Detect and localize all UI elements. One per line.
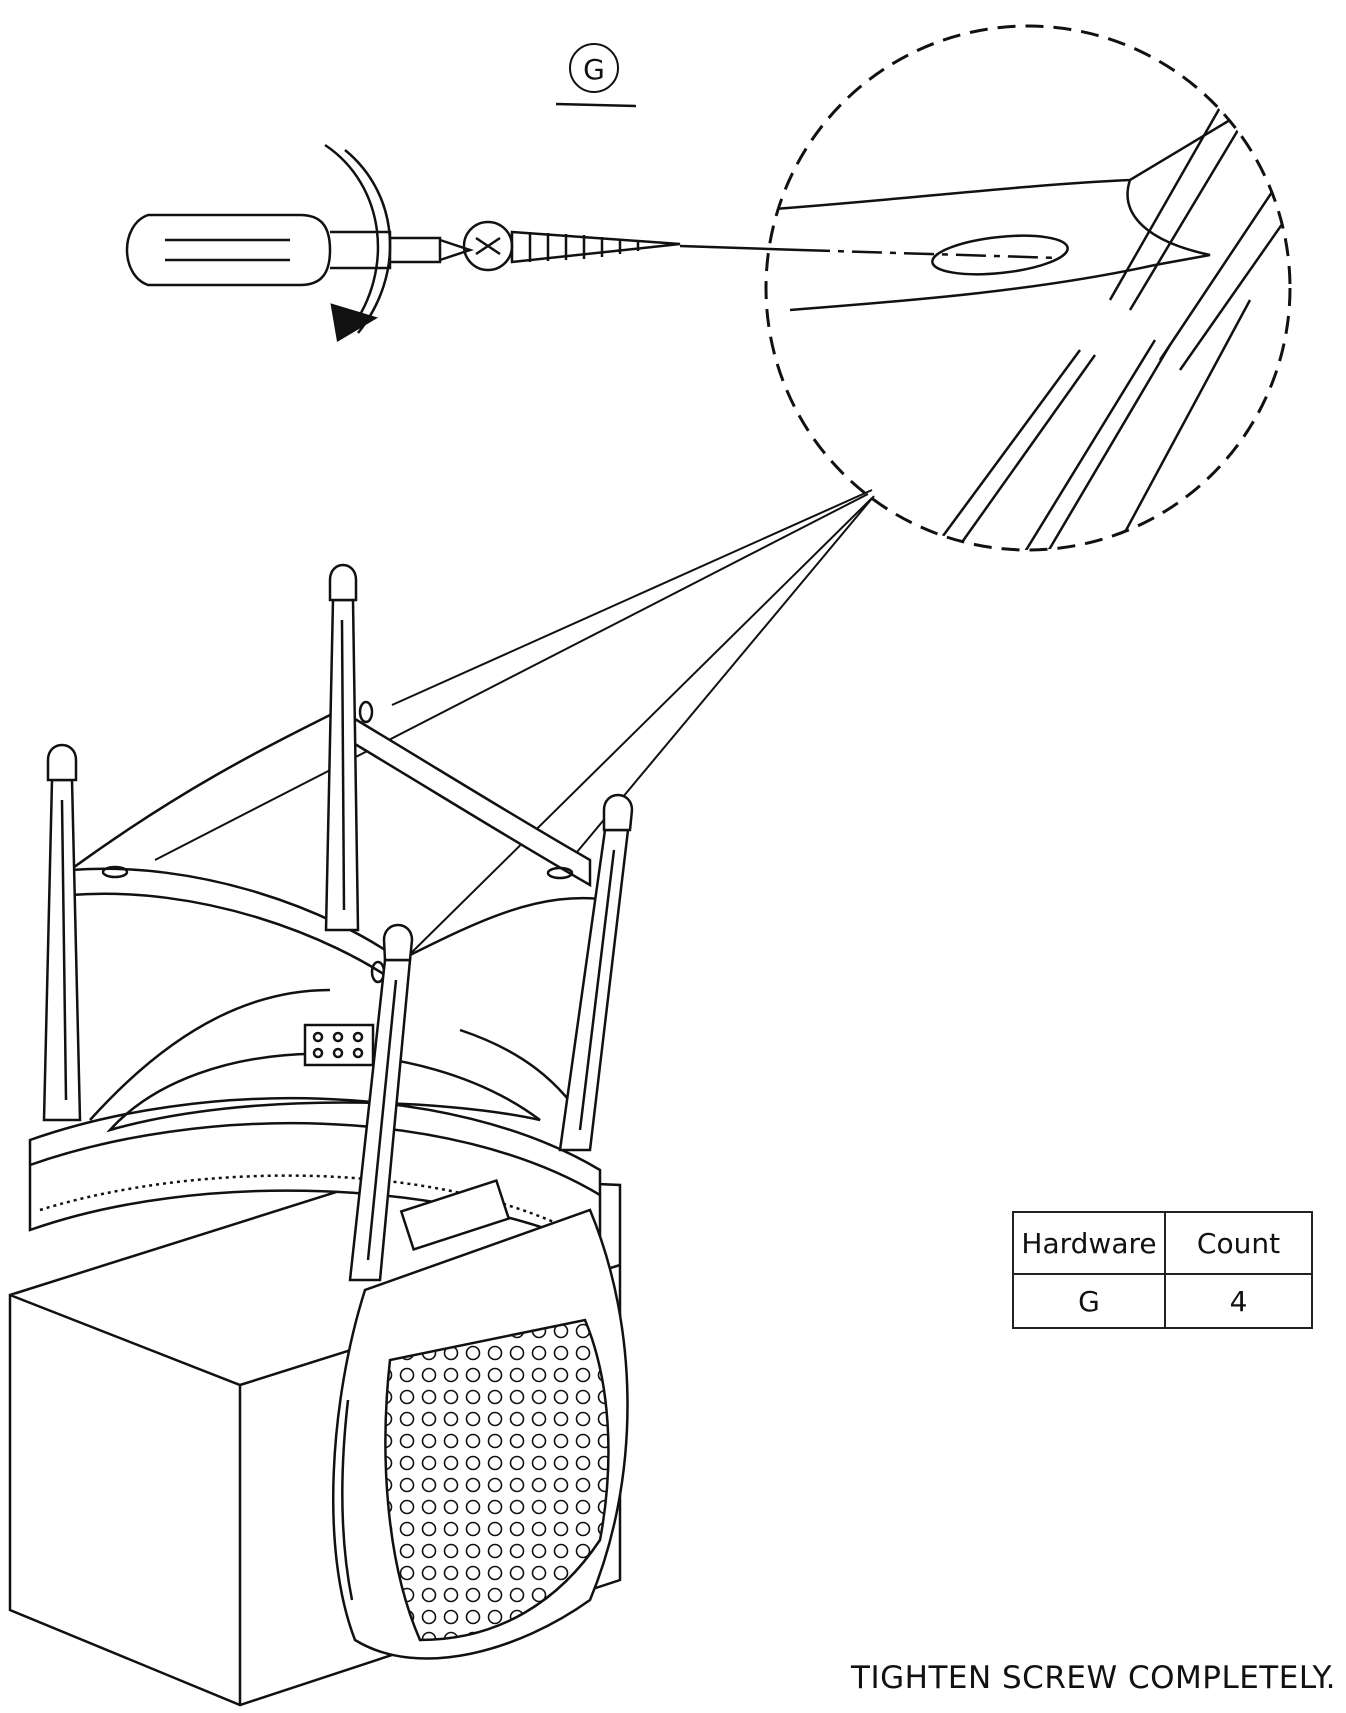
- table-header-hardware: Hardware: [1012, 1211, 1166, 1275]
- table-cell-count: 4: [1164, 1273, 1313, 1329]
- table-row: G 4: [1012, 1273, 1313, 1329]
- screwdriver-icon: [125, 213, 474, 287]
- instruction-text: TIGHTEN SCREW COMPLETELY.: [851, 1660, 1336, 1696]
- table-header-count: Count: [1164, 1211, 1313, 1275]
- chair-illustration: [28, 563, 634, 1660]
- part-label-text: G: [583, 53, 605, 86]
- leader-lines: [154, 489, 875, 963]
- screw-icon: [462, 220, 801, 272]
- table-cell-hardware: G: [1012, 1273, 1166, 1329]
- hardware-table: Hardware Count G 4: [1012, 1211, 1313, 1329]
- detail-magnifier: [764, 24, 1292, 552]
- table-header-row: Hardware Count: [1012, 1211, 1313, 1275]
- part-label: G: [555, 43, 637, 108]
- clockwise-rotation-arrow-icon: [324, 143, 392, 343]
